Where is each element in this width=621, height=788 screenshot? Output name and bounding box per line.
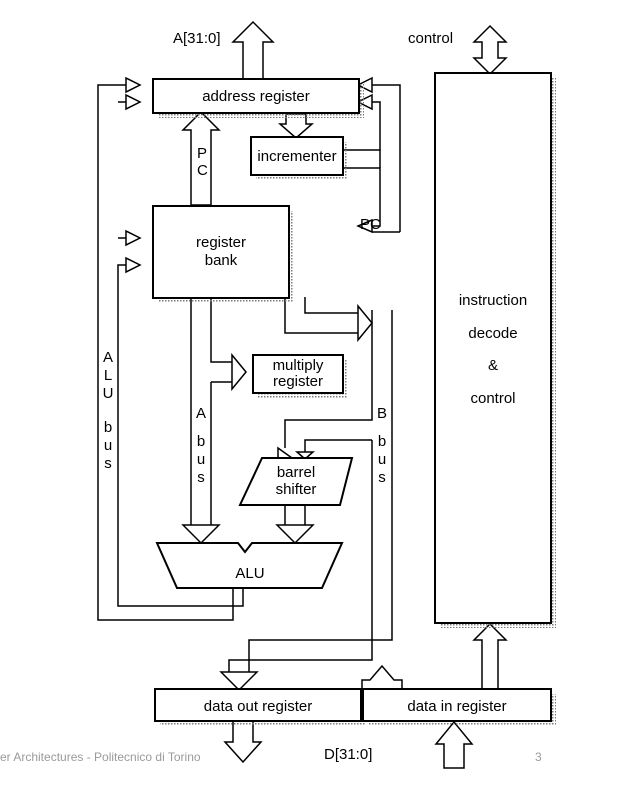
data-in-up-arrow <box>434 720 474 769</box>
b-bus-trunk-left <box>284 310 373 448</box>
instruction-decode-label-3: & <box>488 357 498 374</box>
wires <box>97 84 401 672</box>
b-bus-into-data-out-arrow <box>219 671 259 692</box>
register-bank-label-2: bank <box>205 252 238 269</box>
address-bus-label: A[31:0] <box>173 30 221 47</box>
alu-bus-letter: s <box>104 455 112 472</box>
b-bus-from-bank-1 <box>284 297 358 334</box>
a-bus-letter: u <box>197 451 205 468</box>
slide-footer: er Architectures - Politecnico di Torino… <box>0 750 542 764</box>
pc-into-bank-arrow <box>356 218 373 234</box>
arrows <box>125 20 508 769</box>
b-bus-label: B b u s <box>377 405 387 486</box>
alu-bus-letter: A <box>103 349 113 366</box>
control-label: control <box>408 30 453 47</box>
address-register-block <box>152 78 360 114</box>
barrel-shifter-label-2: shifter <box>276 481 317 498</box>
a-bus-letter: s <box>197 469 205 486</box>
b-bus-trunk-right <box>248 310 393 672</box>
b-bus-letter: s <box>378 469 386 486</box>
blocks <box>152 72 552 722</box>
shifter-into-alu-arrow <box>275 524 315 545</box>
b-bus-shift-right <box>304 439 372 455</box>
a-bus-label: A b u s <box>196 405 206 486</box>
bank-to-b-bus-arrow <box>357 303 373 343</box>
alu-bus-outer-wire <box>97 84 234 621</box>
multiply-register-block <box>252 354 344 394</box>
a-bus-letter: b <box>197 433 205 450</box>
pc-horizontal-label: PC <box>360 216 381 233</box>
shifter-to-alu <box>284 505 306 525</box>
instruction-decode-label-4: control <box>470 390 515 407</box>
alu-label: ALU <box>235 565 264 582</box>
footer-course-text: er Architectures - Politecnico di Torino <box>0 750 201 764</box>
b-bus-from-bank-2 <box>304 297 358 314</box>
pc-vertical-c: C <box>197 162 208 179</box>
alu-bus-letter: u <box>104 437 112 454</box>
register-bank-block <box>152 205 290 299</box>
footer-page-number: 3 <box>535 750 542 764</box>
b-bus-letter: B <box>377 405 387 422</box>
data-in-to-b-bus-arrow <box>361 664 403 691</box>
a-bus-into-alu-arrow <box>181 524 221 545</box>
signal-labels: A[31:0] control D[31:0] P C PC <box>173 30 453 763</box>
control-double-arrow <box>472 24 508 76</box>
data-in-register-label: data in register <box>407 698 506 715</box>
pc-up-arrow <box>181 110 221 206</box>
incrementer-label: incrementer <box>257 148 336 165</box>
alu-bus-letter: U <box>103 385 114 402</box>
barrel-shifter-label-1: barrel <box>277 464 315 481</box>
data-out-register-label: data out register <box>204 698 312 715</box>
alu-bus-into-address-arrow-2 <box>125 93 142 111</box>
address-register-label: address register <box>202 88 310 105</box>
address-outer-wire <box>358 84 401 232</box>
data-in-register-block <box>362 688 552 722</box>
register-bank-label-1: register <box>196 234 246 251</box>
barrel-shifter-block <box>238 457 354 506</box>
a-bus-letter: A <box>196 405 206 422</box>
b-bus-letter: u <box>378 451 386 468</box>
a-bus-right <box>210 297 232 363</box>
alu-bus-into-bank-arrow <box>125 229 142 247</box>
instruction-decode-label-2: decode <box>468 325 517 342</box>
alu-bus-letter: L <box>104 367 112 384</box>
alu-bus-into-bank-arrow-2 <box>125 256 142 274</box>
alu-bus-letter: b <box>104 419 112 436</box>
b-bus-into-shifter-arrow-2 <box>295 451 315 460</box>
multiply-register-label-2: register <box>273 373 323 390</box>
data-in-to-decode-arrow <box>472 622 508 691</box>
data-out-register-block <box>154 688 362 722</box>
b-bus-letter: b <box>378 433 386 450</box>
a-bus-into-multiply-arrow <box>231 352 247 392</box>
data-out-down-arrow <box>223 719 263 764</box>
instruction-decode-label-1: instruction <box>459 292 527 309</box>
multiply-register-label-1: multiply <box>273 357 324 374</box>
address-bus-out-arrow <box>231 20 275 81</box>
b-bus-trunk-inner <box>228 440 373 672</box>
alu-bus-into-address-arrow <box>125 76 142 94</box>
data-bus-label: D[31:0] <box>324 746 372 763</box>
block-labels: address register incrementer register ba… <box>196 88 527 715</box>
pc-vertical-p: P <box>197 145 207 162</box>
alu-block <box>155 542 344 589</box>
instruction-decode-block <box>434 72 552 624</box>
incrementer-block <box>250 136 344 176</box>
loop-into-address-arrow <box>356 76 373 94</box>
loop-into-address-arrow-2 <box>356 93 373 111</box>
alu-bus-label: A L U b u s <box>103 349 114 472</box>
